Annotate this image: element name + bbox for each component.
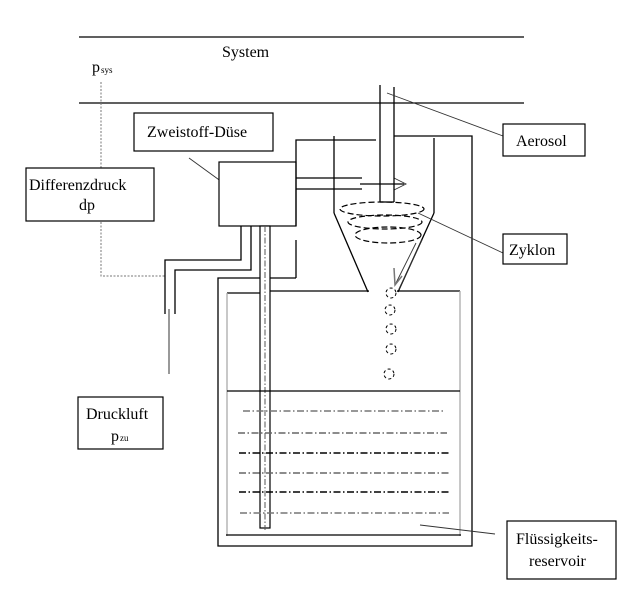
zyklon-box — [502, 233, 568, 265]
p-sys-label: p sys — [92, 59, 113, 76]
aerosol-label-box: Aerosol — [502, 123, 586, 157]
p-sys-main: p — [92, 59, 100, 76]
p-sys-subscript: sys — [101, 65, 113, 75]
zweistoff-duese-box — [133, 112, 274, 152]
aerosol-text: Aerosol — [516, 133, 567, 150]
zweistoff-duese-label-box: Zweistoff-Düse — [133, 112, 274, 152]
cyclone-down-arrow — [394, 239, 423, 290]
system-channel: System — [79, 36, 524, 104]
zyklon-label-box: Zyklon — [502, 233, 568, 265]
p-zu-subscript: zu — [120, 433, 129, 443]
reservoir-text-2: reservoir — [529, 553, 587, 570]
two-fluid-nozzle-body — [218, 161, 297, 227]
air-line-outer — [164, 226, 242, 314]
zyklon-text: Zyklon — [509, 242, 555, 259]
druckluft-text: Druckluft — [86, 406, 149, 423]
aerosol-box — [502, 123, 586, 157]
reservoir-box — [506, 520, 617, 580]
differenzdruck-label-box: Differenzdruck dp — [25, 167, 155, 222]
air-line-inner — [174, 226, 252, 314]
liquid-reservoir — [226, 290, 461, 536]
droplet-3 — [385, 323, 397, 335]
droplets — [383, 287, 397, 380]
droplet-5 — [383, 368, 395, 380]
cyclone-vortex-1 — [339, 201, 425, 217]
pressure-tap-line — [100, 82, 166, 277]
droplet-4 — [385, 343, 397, 355]
cyclone-vortex-2 — [347, 214, 423, 230]
vessel-outer-wall — [217, 135, 473, 547]
vessel-lid-left — [295, 139, 376, 226]
differenzdruck-text: Differenzdruck — [29, 177, 126, 194]
zyklon-leader — [417, 212, 504, 254]
differenzdruck-box — [25, 167, 155, 222]
cyclone-arrow-head — [393, 267, 403, 288]
aerosol-leader — [386, 92, 504, 137]
reservoir-text-1: Flüssigkeits- — [516, 531, 598, 548]
flow-arrow-head — [393, 177, 408, 191]
dp-text: dp — [79, 197, 95, 214]
p-zu-main: p — [111, 428, 119, 445]
druckluft-box — [77, 396, 164, 450]
zweistoff-duese-text: Zweistoff-Düse — [147, 124, 247, 141]
droplet-2 — [384, 304, 396, 316]
cyclone-cone-left — [333, 212, 369, 293]
reservoir-label-box: Flüssigkeits- reservoir — [506, 520, 617, 580]
druckluft-label-box: Druckluft p zu — [77, 396, 164, 450]
droplet-1 — [385, 287, 397, 299]
cyclone — [333, 136, 435, 293]
system-label: System — [222, 44, 270, 61]
reservoir-leader — [419, 524, 496, 535]
cyclone-vortex-3 — [354, 226, 422, 244]
